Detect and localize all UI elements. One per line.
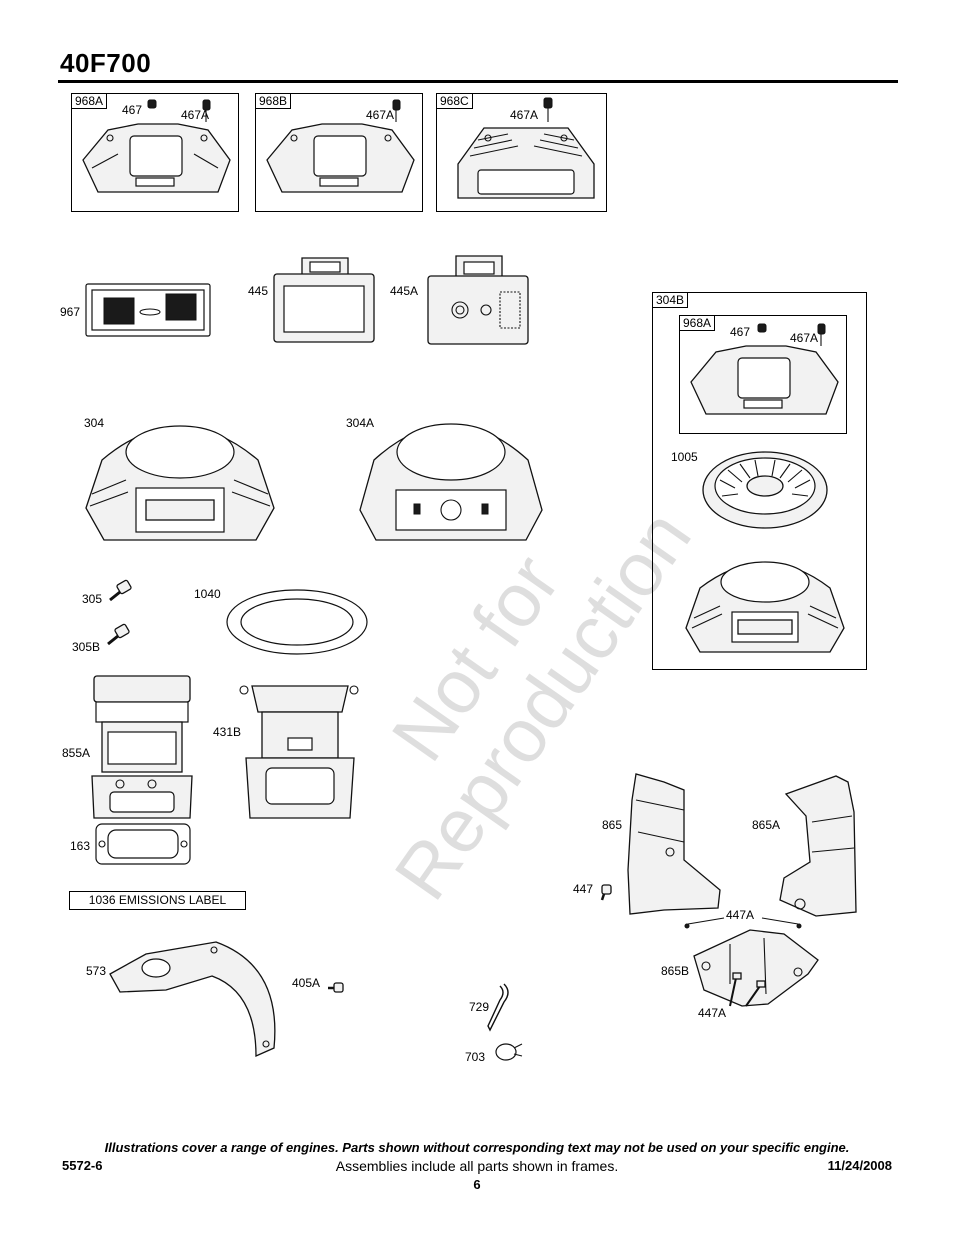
frame-tag: 968C: [437, 94, 473, 109]
air-cleaner-base-illustration: [239, 685, 359, 819]
callout-304A: 304A: [346, 416, 375, 430]
callout-573: 573: [86, 964, 107, 978]
frame-tag: 304B: [653, 293, 689, 308]
callout-304: 304: [84, 416, 105, 430]
blower-housing-illustration: [685, 561, 845, 653]
air-cleaner-base-illustration: [91, 675, 193, 819]
callout-431B: 431B: [213, 725, 242, 739]
frame-968A-inner: 968A: [679, 315, 847, 434]
frame-tag: 968A: [72, 94, 108, 109]
frame-968A: 968A: [71, 93, 239, 212]
callout-467: 467: [122, 103, 143, 117]
frame-968C: 968C: [436, 93, 607, 212]
callout-405A: 405A: [292, 976, 321, 990]
doc-date: 11/24/2008: [827, 1158, 892, 1173]
leader-lines: [684, 917, 802, 929]
blower-housing-illustration: [85, 425, 275, 541]
callout-467A: 467A: [790, 331, 819, 345]
assemblies-note: Assemblies include all parts shown in fr…: [335, 1158, 619, 1174]
callout-445A: 445A: [390, 284, 419, 298]
callout-967: 967: [60, 305, 81, 319]
air-filter-element-illustration: [85, 283, 211, 337]
footer-disclaimer: Illustrations cover a range of engines. …: [104, 1140, 850, 1155]
callout-447A: 447A: [698, 1006, 727, 1020]
callout-467A: 467A: [510, 108, 539, 122]
tie-strap-illustration: [487, 983, 509, 1032]
callout-447A: 447A: [726, 908, 755, 922]
callout-305B: 305B: [72, 640, 101, 654]
callout-445: 445: [248, 284, 269, 298]
hose-clamp-illustration: [495, 1043, 523, 1061]
blower-housing-illustration: [359, 423, 543, 541]
callout-855A: 855A: [62, 746, 91, 760]
callout-1040: 1040: [194, 587, 221, 601]
bracket-plate-illustration: [109, 941, 276, 1058]
callout-1005: 1005: [671, 450, 698, 464]
flywheel-fan-illustration: [702, 451, 828, 529]
frame-968B: 968B: [255, 93, 423, 212]
callout-703: 703: [465, 1050, 486, 1064]
page-title: 40F700: [60, 48, 152, 78]
air-guide-illustration: [627, 773, 721, 915]
gasket-illustration: [95, 823, 191, 865]
air-guide-illustration: [779, 775, 857, 917]
shroud-cover-illustration: [266, 99, 415, 193]
callout-729: 729: [469, 1000, 490, 1014]
callout-865A: 865A: [752, 818, 781, 832]
ring-screen-illustration: [226, 589, 368, 655]
frame-304B: 304B: [652, 292, 867, 670]
emissions-label-box: 1036 EMISSIONS LABEL: [69, 891, 246, 910]
shroud-cover-illustration: [690, 323, 839, 415]
screw-illustration: [600, 884, 612, 901]
page-number: 6: [473, 1177, 481, 1192]
callout-467: 467: [730, 325, 751, 339]
title-divider: [58, 80, 898, 83]
screw-pair-illustration: [729, 972, 766, 1007]
frame-tag: 968A: [680, 316, 716, 331]
frame-tag: 968B: [256, 94, 292, 109]
callout-467A: 467A: [366, 108, 395, 122]
callout-865: 865: [602, 818, 623, 832]
shroud-cover-illustration: [82, 99, 231, 193]
callout-447: 447: [573, 882, 594, 896]
screw-illustration: [109, 579, 132, 602]
callout-467A: 467A: [181, 108, 210, 122]
screw-illustration: [328, 982, 344, 993]
screw-illustration: [107, 623, 130, 646]
baffle-illustration: [693, 929, 819, 1007]
finned-cover-illustration: [457, 97, 595, 199]
air-filter-base-illustration: [427, 255, 529, 345]
callout-305: 305: [82, 592, 103, 606]
doc-number: 5572-6: [62, 1158, 103, 1173]
callout-865B: 865B: [661, 964, 690, 978]
air-filter-illustration: [273, 257, 375, 343]
callout-163: 163: [70, 839, 91, 853]
